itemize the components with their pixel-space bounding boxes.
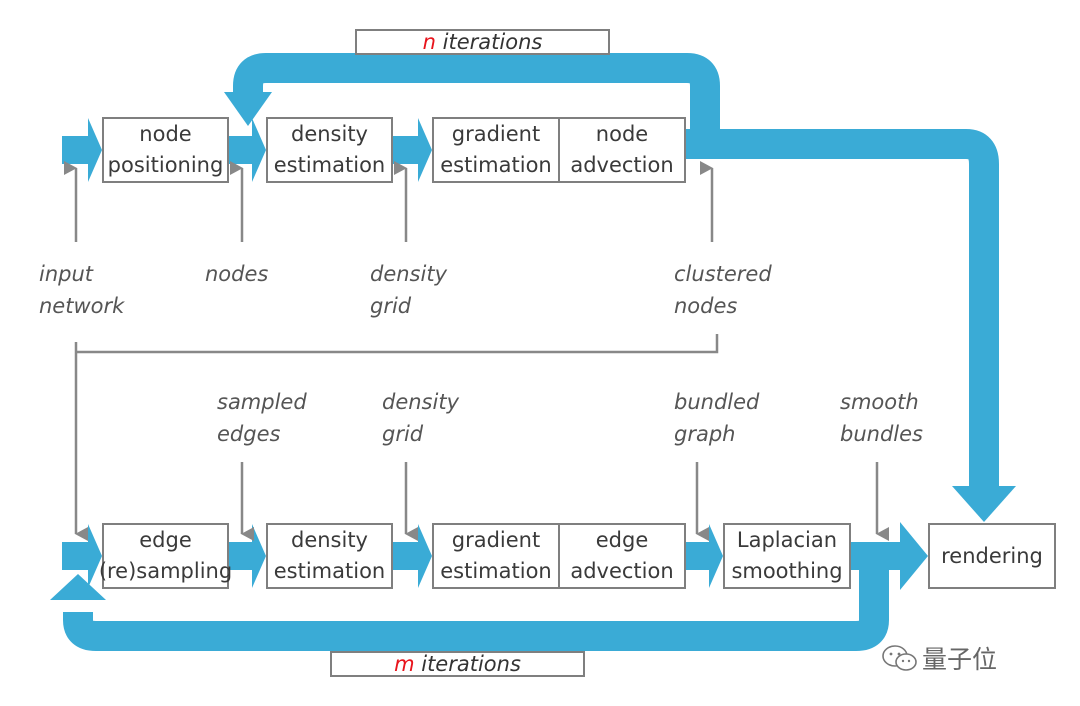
m-iterations-label: m iterations [330,651,585,677]
bottom-loop-arrow [63,556,889,651]
bottom-flow-chevron-4 [686,524,723,588]
bottom-loop-arrowhead [50,574,106,600]
pipeline-connector [76,334,719,354]
laplacian-smoothing-box: Laplacian smoothing [723,523,851,589]
m-variable: m [394,652,415,676]
density-estimation-box-bottom: density estimation [266,523,393,589]
edge-advection-box: edge advection [558,523,686,589]
wechat-icon [882,645,917,671]
rendering-box: rendering [928,523,1056,589]
watermark-text: 量子位 [922,645,998,674]
sampled-edges-note: sampled edges [217,390,307,446]
gradient-estimation-box-bottom: gradient estimation [432,523,560,589]
n-iterations-label: n iterations [355,29,610,55]
bottom-flow-chevron-1 [62,524,102,588]
edge-resampling-box: edge (re)sampling [99,523,232,589]
node-advection-box: node advection [558,117,686,183]
gradient-estimation-box-top: gradient estimation [432,117,560,183]
top-loop-arrowhead [224,92,272,126]
bundled-graph-note: bundled graph [674,390,760,446]
nodes-note: nodes [205,262,269,286]
density-grid-note-top: density grid [370,262,447,318]
bottom-flow-chevron-2 [229,524,266,588]
top-flow-chevron-2 [229,118,266,182]
top-to-rendering-arrow [686,129,999,488]
bottom-flow-chevron-3 [393,524,432,588]
density-grid-note-bottom: density grid [382,390,459,446]
clustered-nodes-note: clustered nodes [674,262,772,318]
m-iterations-text: iterations [414,652,521,676]
node-positioning-box: node positioning [102,117,229,183]
input-network-note: input network [39,262,125,318]
density-estimation-box-top: density estimation [266,117,393,183]
top-flow-chevron-1 [62,118,102,182]
bottom-flow-chevron-5 [851,522,928,590]
n-variable: n [422,30,436,54]
smooth-bundles-note: smooth bundles [840,390,923,446]
top-loop-arrow [233,53,720,130]
rendering-arrowhead [952,486,1016,522]
top-flow-chevron-3 [393,118,432,182]
n-iterations-text: iterations [435,30,543,54]
